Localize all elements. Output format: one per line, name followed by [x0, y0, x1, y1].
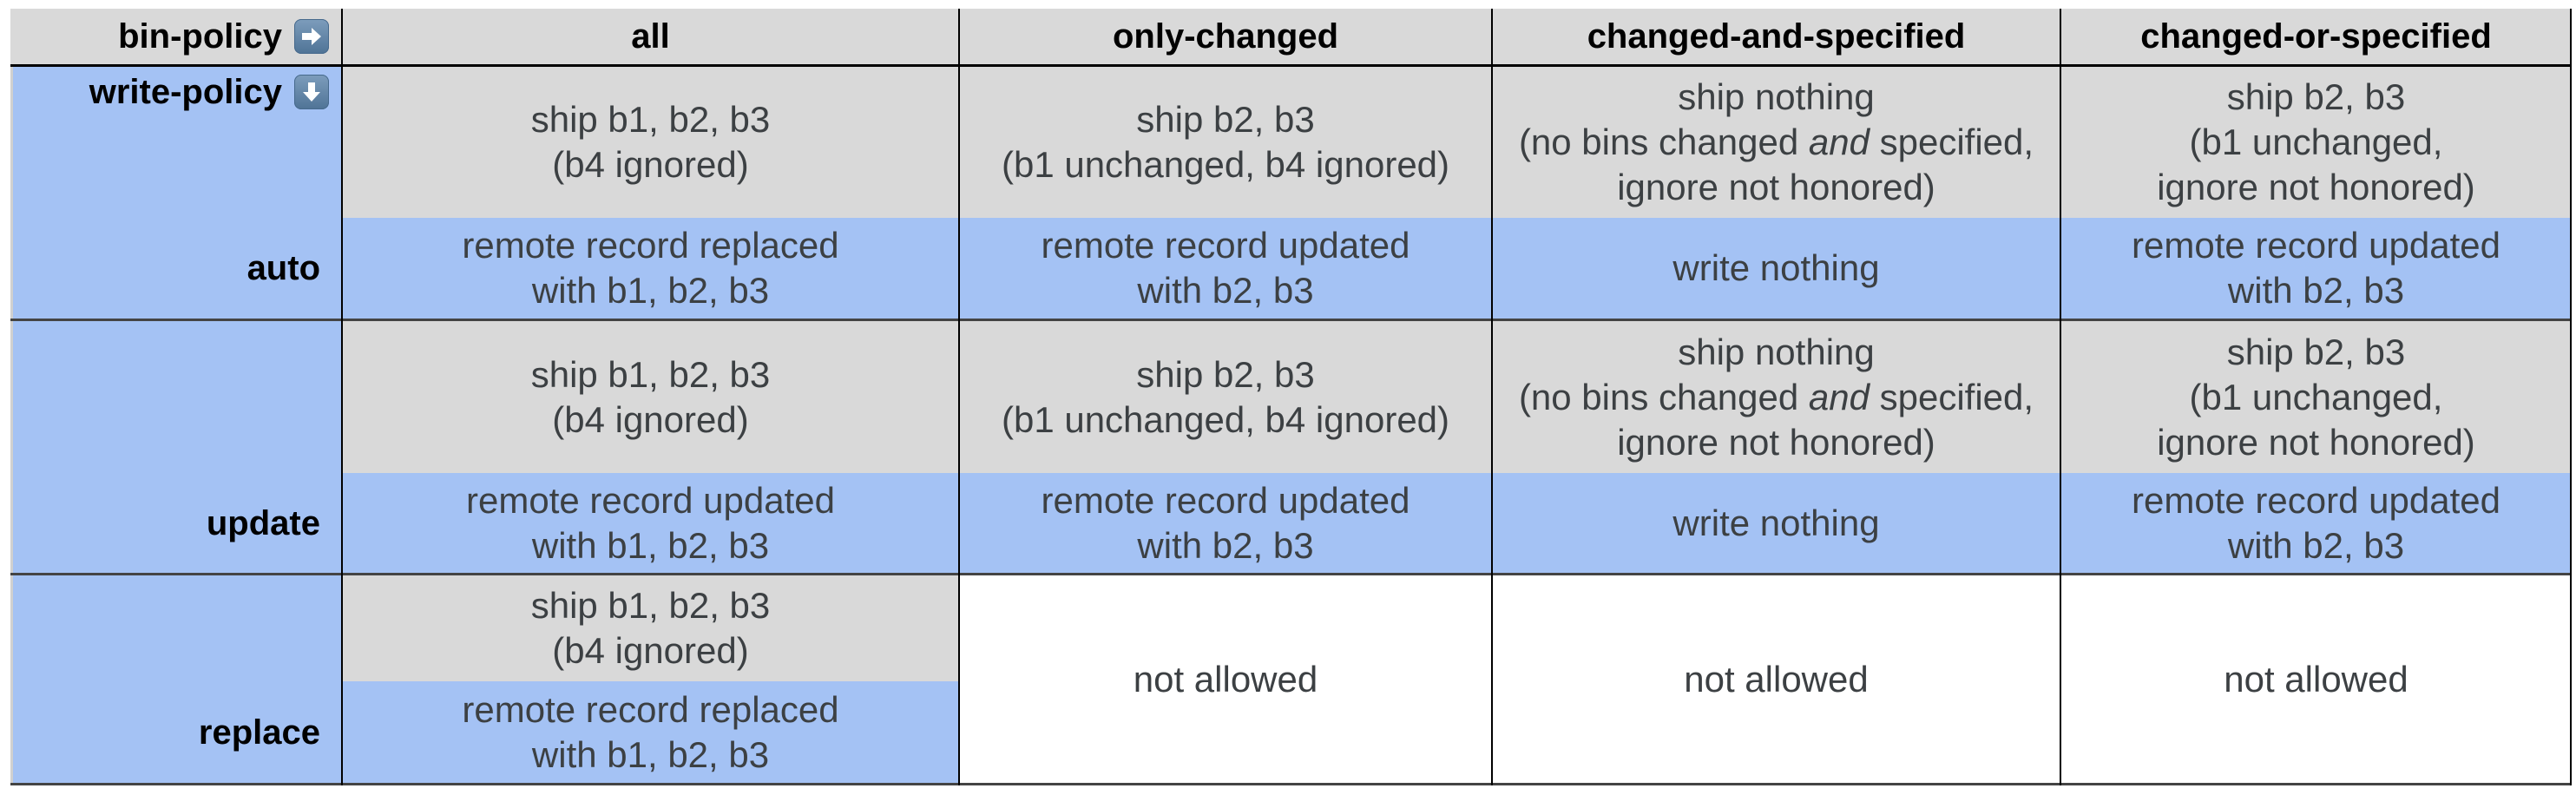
column-header-label: only-changed	[1112, 17, 1339, 56]
ship-text: ship nothing (no bins changed	[1518, 76, 1875, 162]
row-label-update: update	[13, 473, 341, 573]
ship-text: specified, ignore not honored)	[1617, 376, 2034, 463]
column-divider-2	[958, 9, 960, 785]
auto-all-ship-cell: ship b1, b2, b3 (b4 ignored)	[343, 67, 958, 218]
replace-all-ship-cell: ship b1, b2, b3 (b4 ignored)	[343, 575, 958, 681]
row-label-replace: replace	[13, 681, 341, 783]
row-header-column	[13, 67, 341, 783]
update-changed-and-specified-ship-cell: ship nothing (no bins changed and specif…	[1493, 321, 2060, 473]
bin-policy-label: bin-policy	[118, 17, 282, 56]
column-header-label: changed-and-specified	[1587, 17, 1966, 56]
table-left-edge	[10, 67, 13, 783]
update-all-result-cell: remote record updated with b1, b2, b3	[343, 473, 958, 573]
column-divider-3	[1491, 9, 1493, 785]
right-arrow-icon	[294, 19, 329, 54]
down-arrow-icon	[294, 75, 329, 109]
update-only-changed-ship-cell: ship b2, b3 (b1 unchanged, b4 ignored)	[960, 321, 1491, 473]
column-header-only-changed: only-changed	[960, 9, 1491, 64]
row-label-text: update	[206, 503, 320, 542]
header-bottom-border	[10, 64, 2572, 67]
auto-changed-and-specified-result-cell: write nothing	[1493, 218, 2060, 319]
column-header-changed-or-specified: changed-or-specified	[2061, 9, 2571, 64]
row-separator-auto-update	[10, 319, 2572, 321]
auto-changed-or-specified-ship-cell: ship b2, b3 (b1 unchanged, ignore not ho…	[2061, 67, 2571, 218]
update-changed-or-specified-result-cell: remote record updated with b2, b3	[2061, 473, 2571, 573]
auto-all-result-cell: remote record replaced with b1, b2, b3	[343, 218, 958, 319]
ship-text-emphasis: and	[1808, 376, 1870, 417]
update-all-ship-cell: ship b1, b2, b3 (b4 ignored)	[343, 321, 958, 473]
row-label-auto: auto	[13, 218, 341, 319]
auto-only-changed-result-cell: remote record updated with b2, b3	[960, 218, 1491, 319]
ship-text: specified, ignore not honored)	[1617, 122, 2034, 207]
column-divider-1	[341, 9, 343, 785]
row-label-text: auto	[246, 249, 320, 287]
update-changed-and-specified-result-cell: write nothing	[1493, 473, 2060, 573]
ship-text: ship nothing (no bins changed	[1518, 331, 1875, 417]
row-separator-update-replace	[10, 573, 2572, 575]
write-policy-axis-label: write-policy	[13, 69, 341, 115]
write-policy-label: write-policy	[89, 73, 282, 111]
column-header-label: changed-or-specified	[2140, 17, 2492, 56]
column-divider-4	[2060, 9, 2061, 785]
column-header-label: all	[631, 17, 670, 56]
auto-only-changed-ship-cell: ship b2, b3 (b1 unchanged, b4 ignored)	[960, 67, 1491, 218]
update-changed-or-specified-ship-cell: ship b2, b3 (b1 unchanged, ignore not ho…	[2061, 321, 2571, 473]
auto-changed-and-specified-ship-cell: ship nothing (no bins changed and specif…	[1493, 67, 2060, 218]
replace-all-result-cell: remote record replaced with b1, b2, b3	[343, 681, 958, 783]
column-header-all: all	[343, 9, 958, 64]
column-header-changed-and-specified: changed-and-specified	[1493, 9, 2060, 64]
auto-changed-or-specified-result-cell: remote record updated with b2, b3	[2061, 218, 2571, 319]
replace-only-changed-cell: not allowed	[960, 575, 1491, 783]
replace-changed-and-specified-cell: not allowed	[1493, 575, 2060, 783]
row-label-text: replace	[198, 713, 320, 752]
table-bottom-border	[10, 783, 2572, 785]
table-right-border	[2570, 9, 2572, 785]
replace-changed-or-specified-cell: not allowed	[2061, 575, 2571, 783]
corner-header-cell: bin-policy	[10, 9, 341, 64]
ship-text-emphasis: and	[1808, 122, 1870, 162]
update-only-changed-result-cell: remote record updated with b2, b3	[960, 473, 1491, 573]
